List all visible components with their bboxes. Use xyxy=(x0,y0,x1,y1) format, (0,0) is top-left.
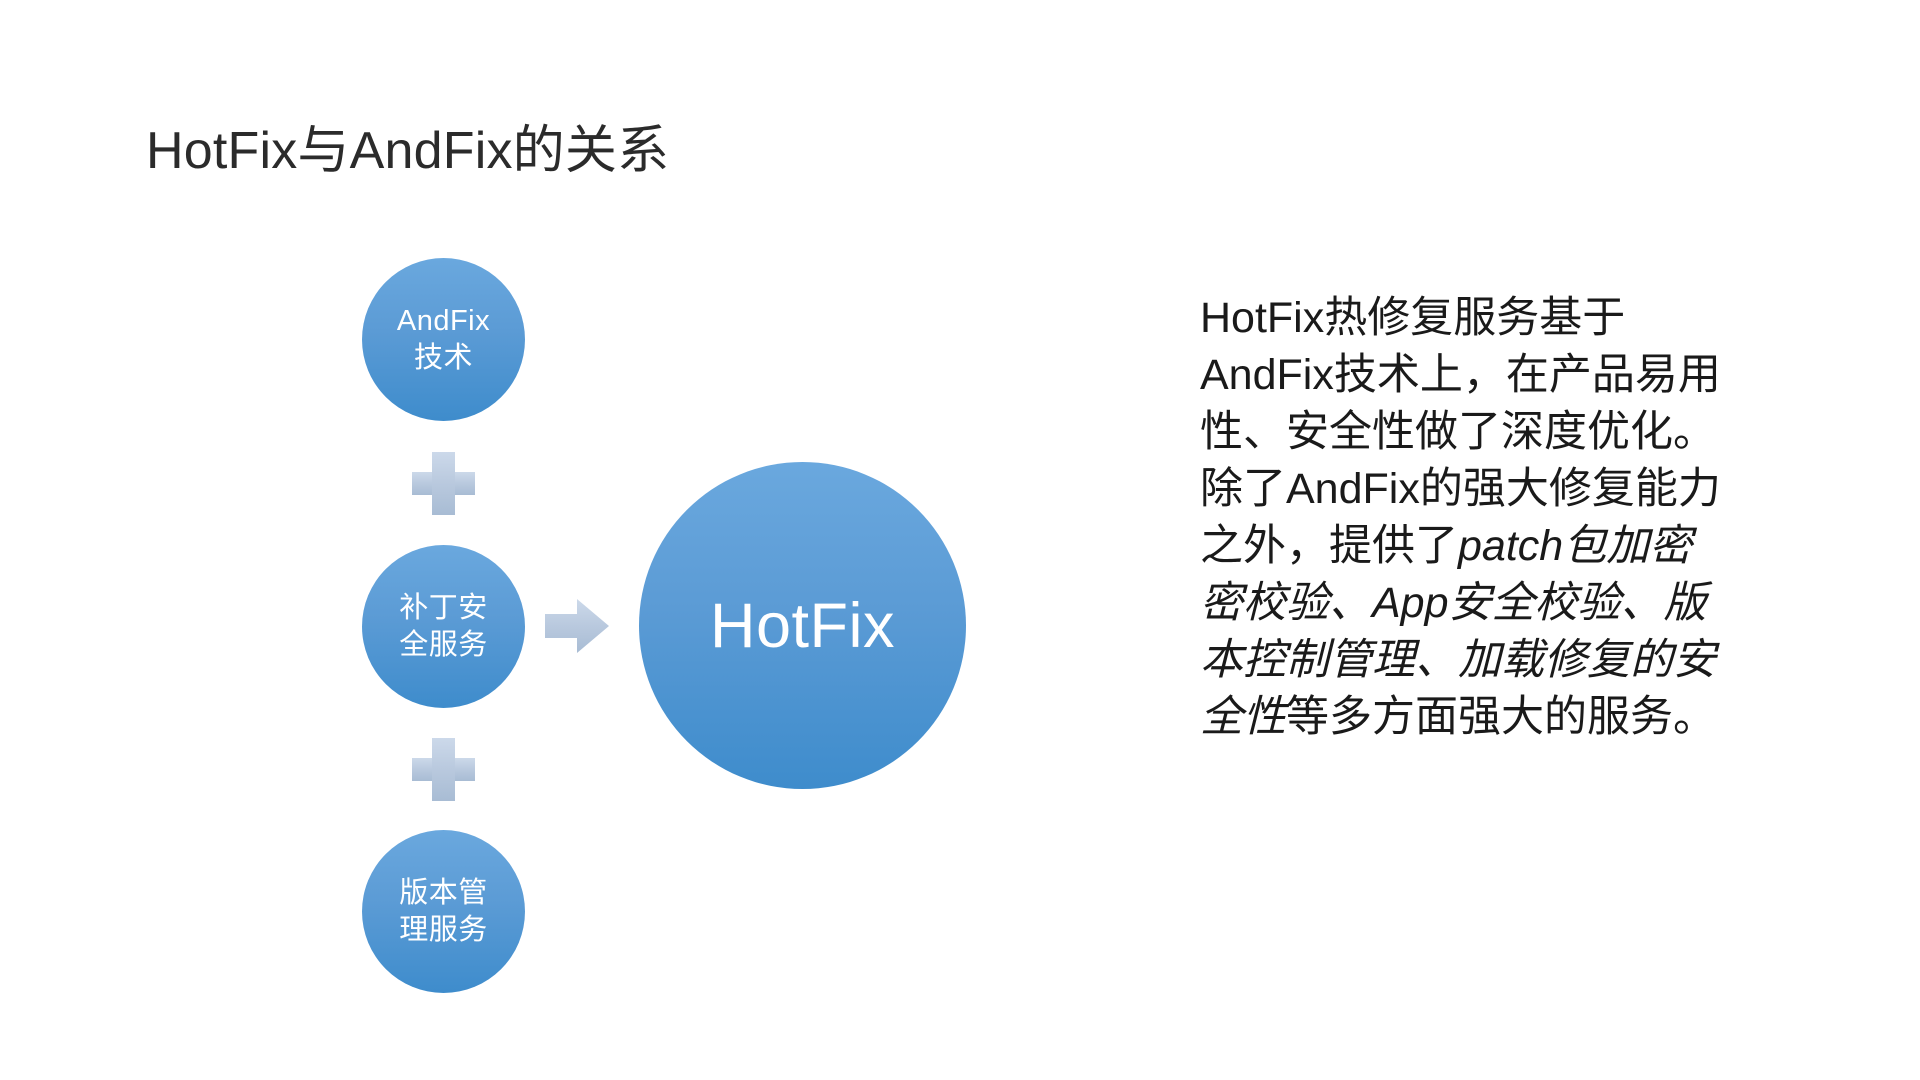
diagram-node-andfix-line2: 技术 xyxy=(413,341,473,374)
description-paragraph: HotFix热修复服务基于 AndFix技术上，在产品易用性、安全性做了深度优化。… xyxy=(1200,290,1810,746)
description-text-run: 除了AndFix的强大修复能力 xyxy=(1200,465,1721,513)
description-line: HotFix热修复服务基于 xyxy=(1200,290,1810,347)
diagram-node-hotfix[interactable]: HotFix xyxy=(639,462,966,789)
diagram-node-andfix-line1: AndFix xyxy=(396,304,491,337)
description-line: AndFix技术上，在产品易用 xyxy=(1200,347,1810,404)
diagram-node-hotfix-label: HotFix xyxy=(709,590,896,661)
description-text-run: 等多方面强大的服务。 xyxy=(1286,693,1716,741)
description-line: 除了AndFix的强大修复能力 xyxy=(1200,461,1810,518)
description-line: 本控制管理、加载修复的安 xyxy=(1200,632,1810,689)
description-text-run: HotFix热修复服务基于 xyxy=(1200,294,1626,342)
description-text-run: AndFix技术上，在产品易用 xyxy=(1200,351,1721,399)
relationship-diagram: AndFix 技术 补丁安 全服务 版本管 理服务 xyxy=(362,258,966,993)
diagram-node-version-service-line2: 理服务 xyxy=(399,913,488,946)
description-text-run: 之外，提供了 xyxy=(1200,522,1458,570)
page-title: HotFix与AndFix的关系 xyxy=(146,122,670,180)
diagram-node-patch-service-line2: 全服务 xyxy=(399,628,488,661)
plus-icon xyxy=(412,738,475,801)
diagram-node-patch-service-line1: 补丁安 xyxy=(399,591,488,624)
plus-icon xyxy=(412,452,475,515)
diagram-node-patch-service[interactable]: 补丁安 全服务 xyxy=(362,545,525,708)
diagram-node-andfix[interactable]: AndFix 技术 xyxy=(362,258,525,421)
description-text-run: 密校验、App安全校验、版 xyxy=(1200,579,1707,627)
right-arrow-icon xyxy=(545,599,609,653)
description-line: 性、安全性做了深度优化。 xyxy=(1200,404,1810,461)
description-line: 密校验、App安全校验、版 xyxy=(1200,575,1810,632)
plus-icon-vertical-bar xyxy=(432,452,455,515)
description-text-run: 全性 xyxy=(1200,693,1286,741)
diagram-node-version-service[interactable]: 版本管 理服务 xyxy=(362,830,525,993)
description-line: 之外，提供了patch包加密 xyxy=(1200,518,1810,575)
description-text-run: patch包加密 xyxy=(1458,522,1693,570)
diagram-node-version-service-line1: 版本管 xyxy=(399,876,488,909)
plus-icon-vertical-bar xyxy=(432,738,455,801)
description-line: 全性等多方面强大的服务。 xyxy=(1200,689,1810,746)
description-text-run: 性、安全性做了深度优化。 xyxy=(1200,408,1716,456)
description-text-run: 本控制管理、加载修复的安 xyxy=(1200,636,1716,684)
